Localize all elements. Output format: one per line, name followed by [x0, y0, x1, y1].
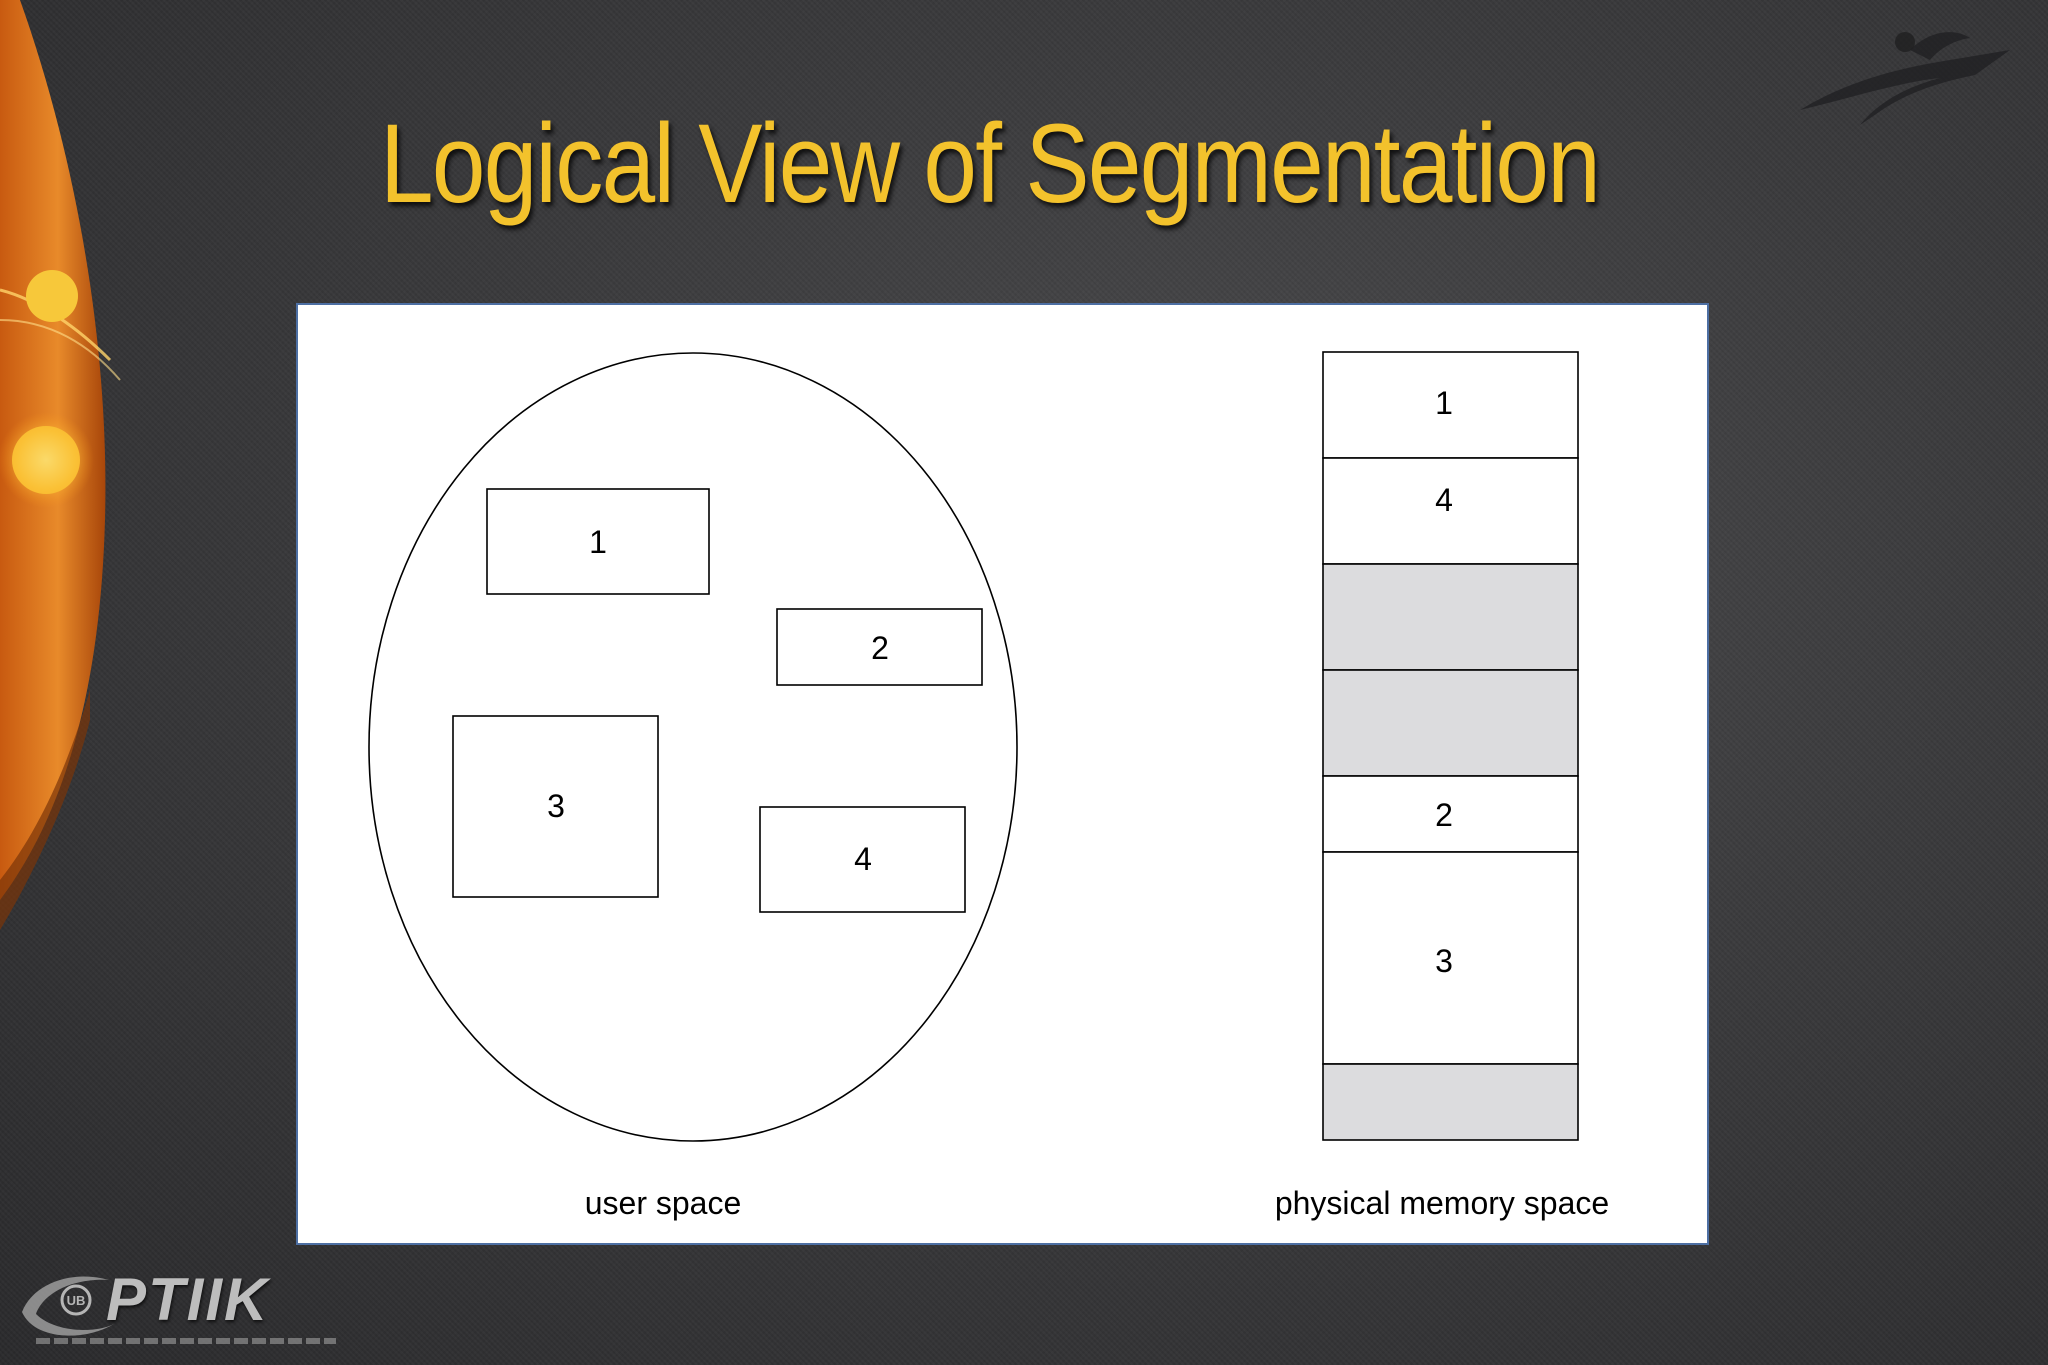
memory-block-free	[1322, 563, 1579, 671]
user-segment-label: 1	[589, 524, 607, 560]
glow-dot-icon	[26, 270, 78, 322]
bird-logo-icon	[1800, 32, 2010, 125]
user-segment-2: 2	[776, 608, 983, 686]
memory-block-free	[1322, 669, 1579, 777]
diagram-panel: 1 2 3 4 1 4 2	[296, 303, 1709, 1245]
memory-block-label: 1	[1435, 385, 1453, 421]
svg-text:UB: UB	[67, 1293, 86, 1308]
memory-block-label: 4	[1435, 482, 1453, 518]
ub-swoosh-logo-icon: UB	[22, 1276, 114, 1336]
logo-subtitle-line	[36, 1338, 336, 1344]
user-segment-label: 2	[871, 630, 889, 666]
memory-block-3	[1322, 851, 1579, 1065]
page-title: Logical View of Segmentation	[380, 101, 1601, 226]
user-segment-3: 3	[452, 715, 659, 898]
user-segment-4: 4	[759, 806, 966, 913]
user-segment-label: 4	[854, 841, 872, 877]
segmentation-diagram: 1 2 3 4 1 4 2	[368, 351, 1609, 1221]
memory-block-label: 2	[1435, 797, 1453, 833]
orange-swoosh-decoration	[0, 0, 121, 930]
ptiik-logo-text: PTIIK	[106, 1266, 270, 1333]
physical-memory-space-label: physical memory space	[1275, 1185, 1609, 1221]
memory-block-1	[1322, 351, 1579, 459]
memory-block-label: 3	[1435, 943, 1453, 979]
user-segment-1: 1	[486, 488, 710, 595]
user-space-label: user space	[585, 1185, 742, 1221]
physical-memory-column: 1 4 2 3	[1322, 351, 1579, 1141]
user-segment-label: 3	[547, 788, 565, 824]
memory-block-free	[1322, 1063, 1579, 1141]
